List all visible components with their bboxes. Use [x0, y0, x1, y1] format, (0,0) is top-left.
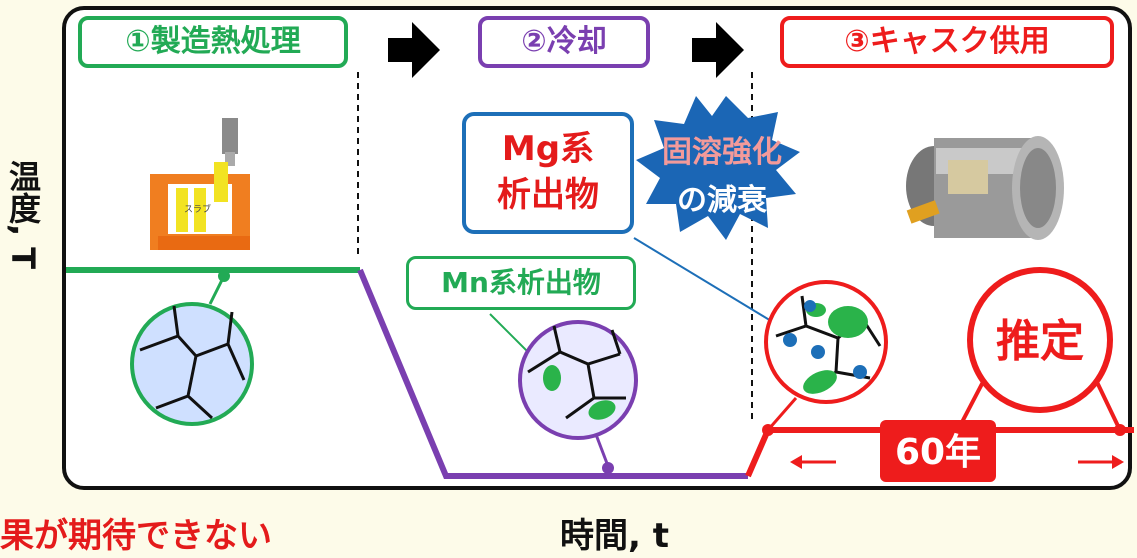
burst-icon: 固溶強化 の減衰	[636, 96, 800, 240]
estimate-leg-left	[958, 379, 986, 427]
microstructure-cooling	[518, 320, 638, 440]
mn-precipitate-box: Mn系析出物	[406, 256, 636, 310]
furnace-icon: スラブ	[150, 118, 250, 250]
duration-text: 60年	[895, 432, 981, 473]
stage-arrow-1-icon	[388, 22, 440, 78]
estimate-text: 推定	[996, 316, 1084, 367]
connector-dot-1	[218, 270, 230, 282]
duration-left-arrow-icon	[790, 455, 836, 469]
estimate-circle: 推定	[967, 267, 1113, 413]
x-axis-label: 時間, t	[560, 516, 670, 556]
connector-dot-3	[762, 424, 774, 436]
mg-precipitate-box: Mg系 析出物	[462, 112, 634, 234]
duration-badge	[880, 420, 996, 482]
burst-text-2: の減衰	[677, 183, 767, 218]
duration-right-arrow-icon	[1078, 455, 1124, 469]
bottom-note: 果が期待できない	[0, 516, 272, 556]
burst-text-1: 固溶強化	[662, 135, 782, 170]
stage-manufacturing-heat-treatment: ①製造熱処理	[78, 16, 348, 68]
cask-icon	[906, 136, 1064, 240]
microstructure-service	[764, 280, 888, 404]
stage-cooling: ②冷却	[478, 16, 650, 68]
y-axis-label: 温度, T	[4, 160, 42, 270]
microstructure-heat-treatment	[130, 302, 254, 426]
stage-arrow-2-icon	[692, 22, 744, 78]
estimate-leg-right	[1094, 379, 1120, 427]
connector-dot-2	[602, 462, 614, 474]
mg-precipitate-line2: 析出物	[497, 175, 599, 215]
stage-cask-service: ③キャスク供用	[780, 16, 1114, 68]
connector-3	[766, 397, 798, 431]
furnace-slab-tag: スラブ	[184, 203, 211, 215]
temp-line-cooling	[357, 268, 748, 479]
mg-precipitate-line1: Mg系	[501, 129, 595, 169]
mg-pointer	[633, 237, 787, 331]
